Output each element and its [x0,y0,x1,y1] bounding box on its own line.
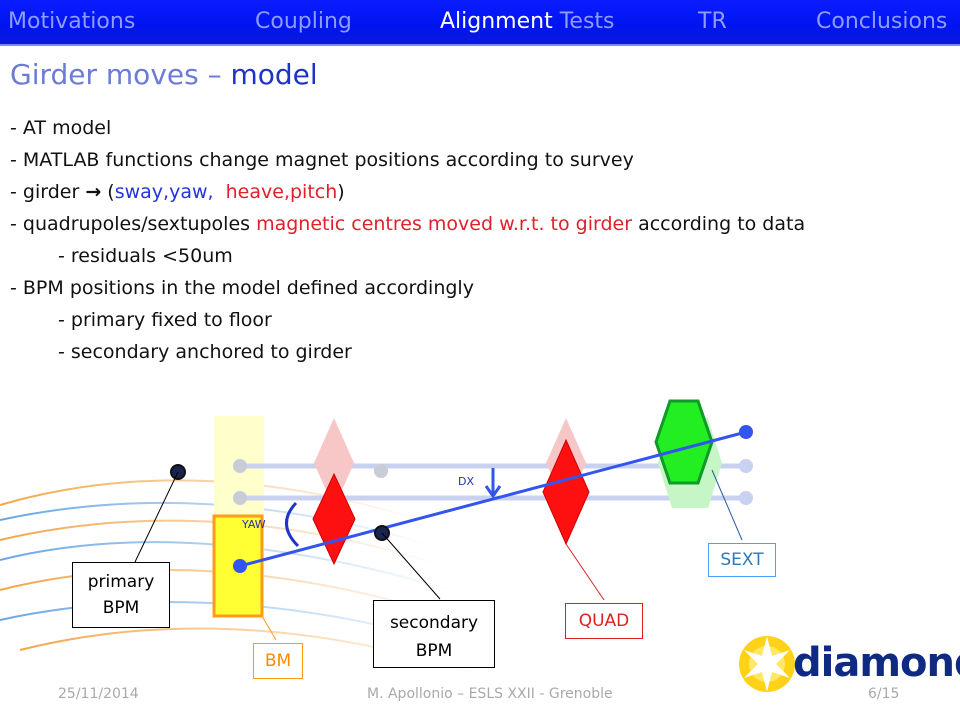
sext-magnet [654,399,714,485]
footer-page-number: 6/15 [868,686,900,702]
sext-label: SEXT [708,543,776,577]
secondary-bpm-leader [381,532,441,600]
quad-magnet [312,472,356,566]
ghost-bpm-dot [233,459,247,473]
primary-bpm-line1: primary [87,572,155,592]
primary-bpm-leader [134,471,179,563]
primary-bpm-label: primary BPM [72,562,170,628]
quad-suffix: according to data [632,213,806,235]
nav-alignment-tests[interactable]: Alignment Tests [440,9,615,34]
bullet-girder: - girder → (sway,yaw, heave,pitch) [10,176,805,208]
dx-label: DX [458,475,475,488]
nav-coupling[interactable]: Coupling [255,9,352,34]
arrow-icon: → [85,181,102,203]
bullet-matlab: - MATLAB functions change magnet positio… [10,149,634,171]
secondary-bpm-line1: secondary [389,613,479,633]
nav-tests-label: Tests [559,9,615,34]
bullet-quadrupoles: - quadrupoles/sextupoles magnetic centre… [10,208,805,240]
sext-leader [711,469,743,541]
diamond-logo-icon [739,636,795,692]
primary-bpm-line2: BPM [102,598,140,618]
quad-prefix: - quadrupoles/sextupoles [10,213,257,235]
ghost-bpm-dot [739,491,753,505]
quad-leader [565,543,605,601]
bullet-residuals: - residuals <50um [58,245,233,267]
bullet-list: - AT model - MATLAB functions change mag… [10,112,805,368]
bm-label: BM [253,643,303,679]
secondary-bpm-line2: BPM [415,641,453,661]
nav-tr[interactable]: TR [698,9,727,34]
footer-date: 25/11/2014 [58,686,139,702]
ghost-bpm-dot [739,459,753,473]
bullet-primary: - primary fixed to floor [58,309,272,331]
yaw-label: YAW [242,518,266,531]
title-main: Girder moves – [10,58,231,91]
footer-author: M. Apollonio – ESLS XXII - Grenoble [367,686,613,702]
quad-label: QUAD [565,603,643,639]
bpm-end-dot [233,559,247,573]
quad-red-terms: magnetic centres moved w.r.t. to girder [256,213,633,235]
slide-title: Girder moves – model [10,58,318,91]
secondary-bpm-label: secondary BPM [373,600,495,668]
nav-alignment-label: Alignment [440,9,553,34]
dx-arrow-head [484,485,502,499]
nav-conclusions[interactable]: Conclusions [816,9,948,34]
bm-leader [261,615,277,641]
girder-beam-line [239,430,747,568]
girder-prefix: - girder [10,181,86,203]
bpm-end-dot [739,425,753,439]
ghost-bpm-dot [374,464,388,478]
title-highlight: model [230,58,318,91]
girder-blue-terms: sway,yaw, [114,181,214,203]
bullet-bpm: - BPM positions in the model defined acc… [10,277,474,299]
ghost-quad [314,418,354,508]
bullet-at-model: - AT model [10,117,112,139]
girder-red-terms: heave,pitch [225,181,338,203]
nav-motivations[interactable]: Motivations [8,9,136,34]
ghost-bpm-dot [233,491,247,505]
nav-bar: Motivations Coupling Alignment Tests TR … [0,0,960,46]
bullet-secondary: - secondary anchored to girder [58,341,352,363]
girder-close: ) [337,181,345,203]
yaw-arc [285,501,300,548]
diamond-logo-text: diamond [793,640,960,686]
girder-open: ( [101,181,115,203]
